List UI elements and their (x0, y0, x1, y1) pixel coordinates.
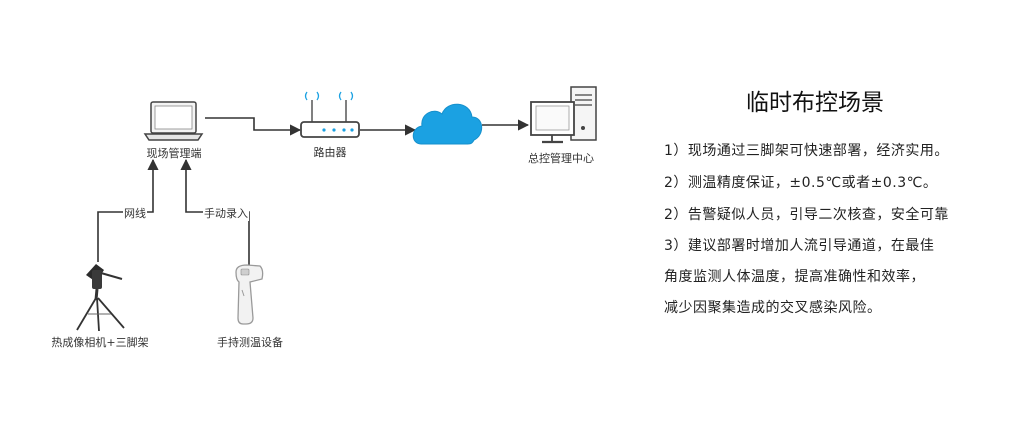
wifi-router-icon (300, 91, 360, 138)
router-label: 路由器 (313, 146, 347, 159)
edge-label-manual-entry: 手动录入 (203, 205, 249, 221)
point-4-line-2: 角度监测人体温度，提高准确性和效率， (664, 269, 925, 285)
thermometer-label: 手持测温设备 (217, 336, 283, 349)
edge-laptop-to-router (205, 117, 302, 136)
point-4-line-3: 减少因聚集造成的交叉感染风险。 (664, 300, 882, 316)
point-3: 2）告警疑似人员，引导二次核查，安全可靠 (664, 207, 949, 223)
laptop-icon (143, 101, 204, 141)
handheld-thermometer-icon (235, 264, 264, 325)
cloud-icon (412, 103, 483, 145)
network-diagram (76, 86, 597, 332)
point-1: 1）现场通过三脚架可快速部署，经济实用。 (664, 143, 949, 159)
camera-label: 热成像相机+三脚架 (51, 336, 149, 349)
desktop-computer-icon (530, 86, 597, 144)
panel-title: 临时布控场景 (746, 90, 884, 116)
edge-label-cable: 网线 (123, 205, 147, 221)
thermal-camera-tripod-icon (76, 264, 125, 332)
point-4-line-1: 3）建议部署时增加人流引导通道，在最佳 (664, 238, 935, 254)
point-2: 2）测温精度保证，±0.5℃或者±0.3℃。 (664, 175, 938, 191)
center-label: 总控管理中心 (528, 152, 594, 165)
laptop-label: 现场管理端 (146, 147, 202, 160)
